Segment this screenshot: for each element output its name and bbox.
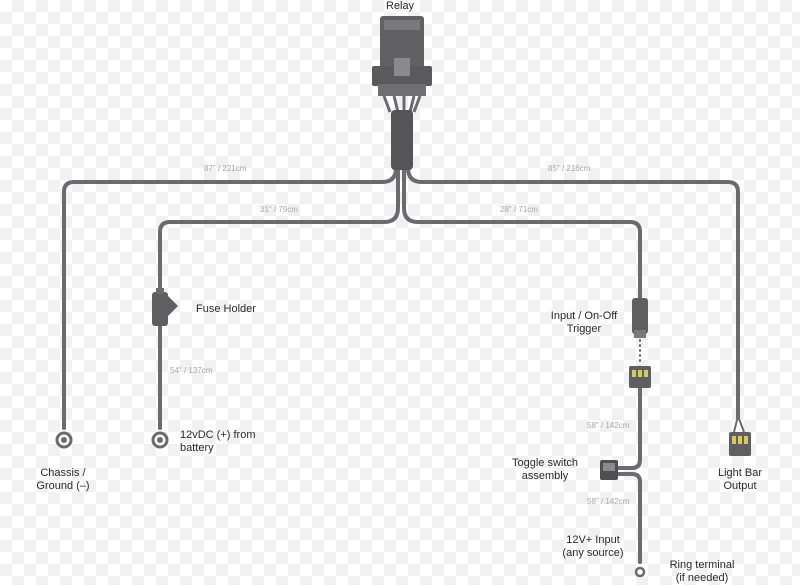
toggle-lower-length: 58" / 142cm [587, 497, 630, 506]
trigger-connector-icon [632, 298, 648, 338]
ring-terminal-label: Ring terminal (if needed) [670, 559, 735, 585]
light-bar-wire [406, 166, 740, 420]
ground-wire-length: 87" / 221cm [204, 164, 247, 173]
input-trigger-line-1: Input / On-Off [550, 310, 618, 322]
light-bar-output-line-2: Output [723, 480, 757, 492]
light-bar-wire-length: 85" / 216cm [548, 164, 591, 173]
battery-label: 12vDC (+) from battery [180, 429, 256, 455]
battery-wire [158, 166, 400, 294]
toggle-switch-line-2: assembly [521, 470, 569, 482]
light-bar-connector-icon [729, 432, 751, 456]
toggle-upper-length: 58" / 142cm [587, 421, 630, 430]
toggle-upper-wire [616, 386, 642, 470]
trigger-wire [402, 166, 642, 300]
ring-terminal-line-1: Ring terminal [669, 559, 735, 571]
fuse-holder-icon [152, 288, 178, 326]
input-12v-label: 12V+ Input (any source) [562, 534, 623, 560]
trigger-wire-length: 28" / 71cm [500, 205, 538, 214]
chassis-ground-label: Chassis / Ground (–) [36, 467, 89, 493]
toggle-lower-wire [616, 472, 642, 564]
toggle-switch-icon [600, 460, 618, 480]
input-12v-line-2: (any source) [562, 547, 624, 559]
input-trigger-line-2: Trigger [566, 323, 602, 335]
battery-label-line-2: battery [180, 442, 214, 454]
trigger-female-connector-icon [629, 366, 651, 388]
ground-ring-terminal-icon [55, 431, 73, 449]
relay-label: Relay [385, 0, 415, 12]
ring-terminal-small-icon [634, 566, 646, 578]
battery-ring-terminal-icon [151, 431, 169, 449]
toggle-switch-line-1: Toggle switch [511, 457, 579, 469]
battery-upper-length: 31" / 79cm [260, 205, 298, 214]
battery-lower-length: 54" / 137cm [170, 366, 213, 375]
chassis-ground-line-1: Chassis / [40, 467, 86, 479]
ground-wire [62, 166, 398, 430]
ring-terminal-line-2: (if needed) [675, 572, 729, 584]
input-trigger-label: Input / On-Off Trigger [551, 310, 617, 336]
light-bar-output-label: Light Bar Output [718, 467, 762, 493]
light-bar-output-line-1: Light Bar [717, 467, 763, 479]
relay-icon [372, 16, 432, 170]
toggle-switch-label: Toggle switch assembly [512, 457, 578, 483]
battery-label-line-1: 12vDC (+) from [180, 429, 256, 441]
fuse-holder-label: Fuse Holder [196, 303, 256, 315]
input-12v-line-1: 12V+ Input [566, 534, 620, 546]
chassis-ground-line-2: Ground (–) [36, 480, 90, 492]
light-bar-split [733, 415, 745, 433]
